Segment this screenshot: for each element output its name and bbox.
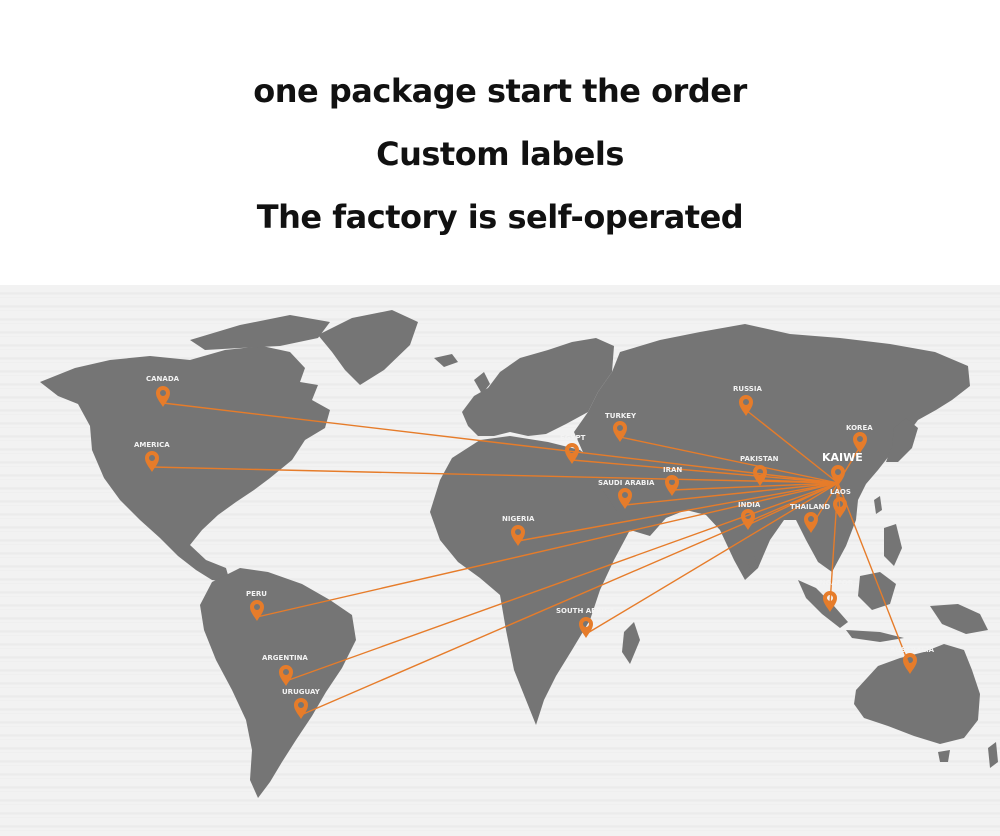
headline-line-1: one package start the order bbox=[253, 72, 747, 110]
land-south-america bbox=[200, 568, 356, 798]
label-south-africa: SOUTH AFRICA bbox=[556, 607, 615, 615]
label-america: AMERICA bbox=[134, 441, 170, 449]
label-argentina: ARGENTINA bbox=[262, 654, 308, 662]
route-argentina bbox=[285, 482, 839, 682]
land-greenland bbox=[318, 310, 418, 385]
canada-pin-icon bbox=[156, 386, 170, 407]
land-madagascar bbox=[622, 622, 640, 664]
iran-pin-icon bbox=[665, 475, 679, 496]
south-africa-pin-icon bbox=[579, 617, 593, 638]
land-borneo bbox=[858, 572, 896, 610]
label-russia: RUSSIA bbox=[733, 385, 762, 393]
landmasses bbox=[40, 310, 998, 798]
header: one package start the order Custom label… bbox=[0, 0, 1000, 285]
label-korea: KOREA bbox=[846, 424, 873, 432]
route-south-africa bbox=[585, 482, 839, 635]
america-pin-icon bbox=[145, 451, 159, 472]
route-nigeria bbox=[517, 482, 839, 542]
land-java bbox=[846, 630, 904, 642]
land-british-isles bbox=[474, 372, 490, 394]
australia-pin-icon bbox=[903, 653, 917, 674]
saudi-arabia-pin-icon bbox=[618, 488, 632, 509]
land-sumatra bbox=[798, 580, 848, 628]
land-sri-lanka bbox=[748, 556, 758, 572]
route-india bbox=[747, 482, 839, 526]
label-singapor: SINGAPOR bbox=[812, 579, 854, 587]
peru-pin-icon bbox=[250, 600, 264, 621]
route-pakistan bbox=[759, 479, 839, 484]
pakistan-pin-icon bbox=[753, 465, 767, 486]
label-uruguay: URUGUAY bbox=[282, 688, 321, 696]
land-australia bbox=[854, 644, 980, 744]
nigeria-pin-icon bbox=[511, 525, 525, 546]
label-laos: LAOS bbox=[830, 488, 851, 496]
egypt-pin-icon bbox=[565, 443, 579, 464]
land-europe bbox=[462, 338, 614, 436]
route-peru bbox=[256, 482, 839, 618]
land-africa bbox=[430, 436, 640, 725]
land-philippines bbox=[884, 524, 902, 566]
argentina-pin-icon bbox=[279, 665, 293, 686]
hub-kaiwe-pin-icon bbox=[831, 465, 845, 486]
route-australia bbox=[837, 482, 911, 668]
land-north-america bbox=[40, 346, 330, 582]
label-india: INDIA bbox=[738, 501, 761, 509]
singapor-pin-icon bbox=[823, 591, 837, 612]
russia-pin-icon bbox=[739, 395, 753, 416]
uruguay-pin-icon bbox=[294, 698, 308, 719]
headline-line-3: The factory is self-operated bbox=[256, 198, 744, 236]
label-thailand: THAILAND bbox=[790, 503, 830, 511]
location-labels: CANADA AMERICA PERU ARGENTINA URUGUAY NI… bbox=[134, 375, 935, 696]
route-canada bbox=[162, 402, 839, 484]
laos-pin-icon bbox=[833, 497, 847, 518]
label-egypt: EGYPT bbox=[560, 434, 586, 442]
label-nigeria: NIGERIA bbox=[502, 515, 535, 523]
route-turkey bbox=[619, 436, 839, 484]
land-asia bbox=[574, 324, 970, 580]
thailand-pin-icon bbox=[804, 512, 818, 533]
route-saudi-arabia bbox=[624, 482, 839, 506]
label-turkey: TURKEY bbox=[605, 412, 637, 420]
india-pin-icon bbox=[741, 509, 755, 530]
label-australia: AUSTRALIA bbox=[890, 646, 935, 654]
route-iran bbox=[671, 482, 839, 491]
korea-pin-icon bbox=[853, 432, 867, 453]
turkey-pin-icon bbox=[613, 421, 627, 442]
label-iran: IRAN bbox=[663, 466, 682, 474]
label-pakistan: PAKISTAN bbox=[740, 455, 779, 463]
land-taiwan bbox=[874, 496, 882, 514]
route-egypt bbox=[571, 459, 839, 484]
land-tasmania bbox=[938, 750, 950, 762]
land-japan bbox=[886, 418, 918, 462]
hub-label: KAIWE bbox=[822, 451, 863, 464]
label-peru: PERU bbox=[246, 590, 267, 598]
shipping-routes bbox=[151, 402, 911, 716]
route-america bbox=[151, 466, 839, 484]
land-arctic-islands bbox=[190, 315, 330, 350]
headline-line-2: Custom labels bbox=[376, 135, 624, 173]
land-new-guinea bbox=[930, 604, 988, 634]
route-russia bbox=[745, 409, 839, 484]
location-pins bbox=[145, 386, 917, 719]
label-saudi-arabia: SAUDI ARABIA bbox=[598, 479, 655, 487]
land-iceland bbox=[434, 354, 458, 367]
land-new-zealand bbox=[988, 742, 998, 768]
label-canada: CANADA bbox=[146, 375, 180, 383]
